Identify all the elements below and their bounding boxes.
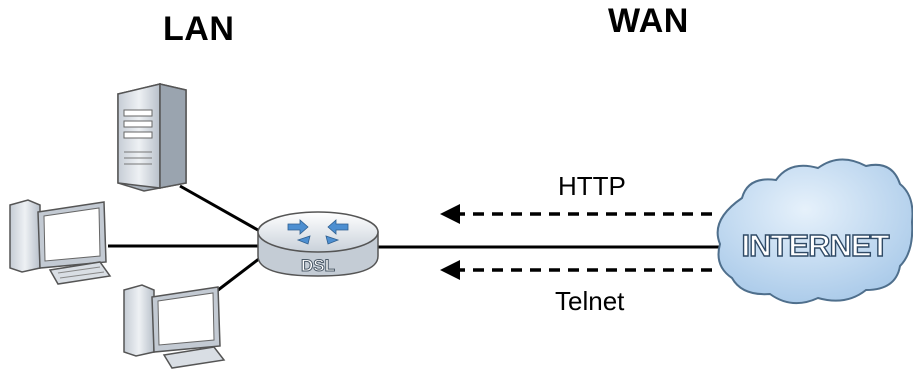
router-label: DSL (301, 256, 335, 275)
server-icon (118, 84, 186, 191)
internet-label: INTERNET (742, 228, 890, 263)
internet-cloud-icon: INTERNET (718, 159, 913, 303)
desktop-pc-icon-2 (124, 285, 224, 368)
telnet-arrow (440, 260, 712, 280)
lan-connections (108, 186, 272, 300)
http-arrow (440, 204, 712, 224)
dsl-router-icon: DSL (258, 212, 378, 276)
desktop-pc-icon (10, 200, 110, 284)
